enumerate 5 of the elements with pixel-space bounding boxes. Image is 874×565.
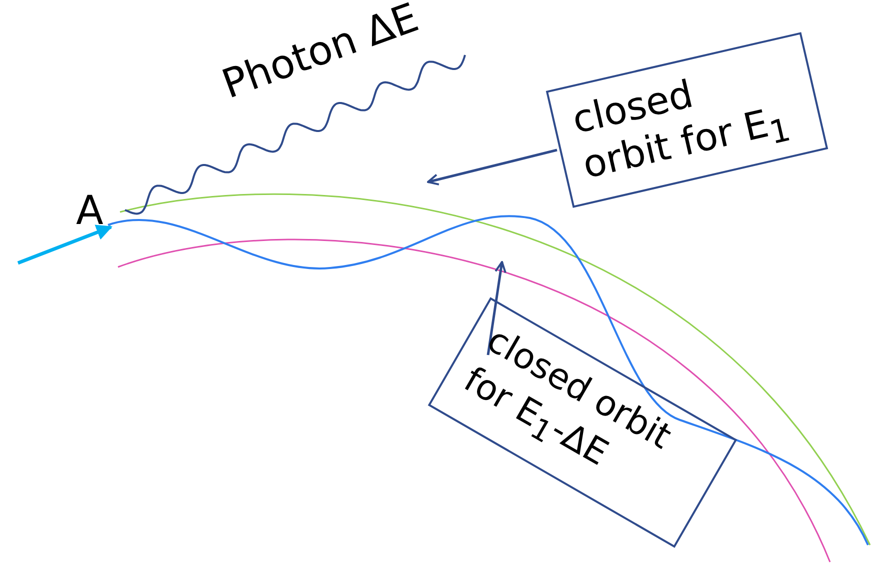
leader-arrow — [486, 261, 506, 356]
leader-arrow — [427, 148, 558, 186]
photon-label: Photon ΔE — [216, 0, 424, 108]
point-label: A — [76, 188, 104, 234]
orbit-curve — [118, 238, 831, 562]
